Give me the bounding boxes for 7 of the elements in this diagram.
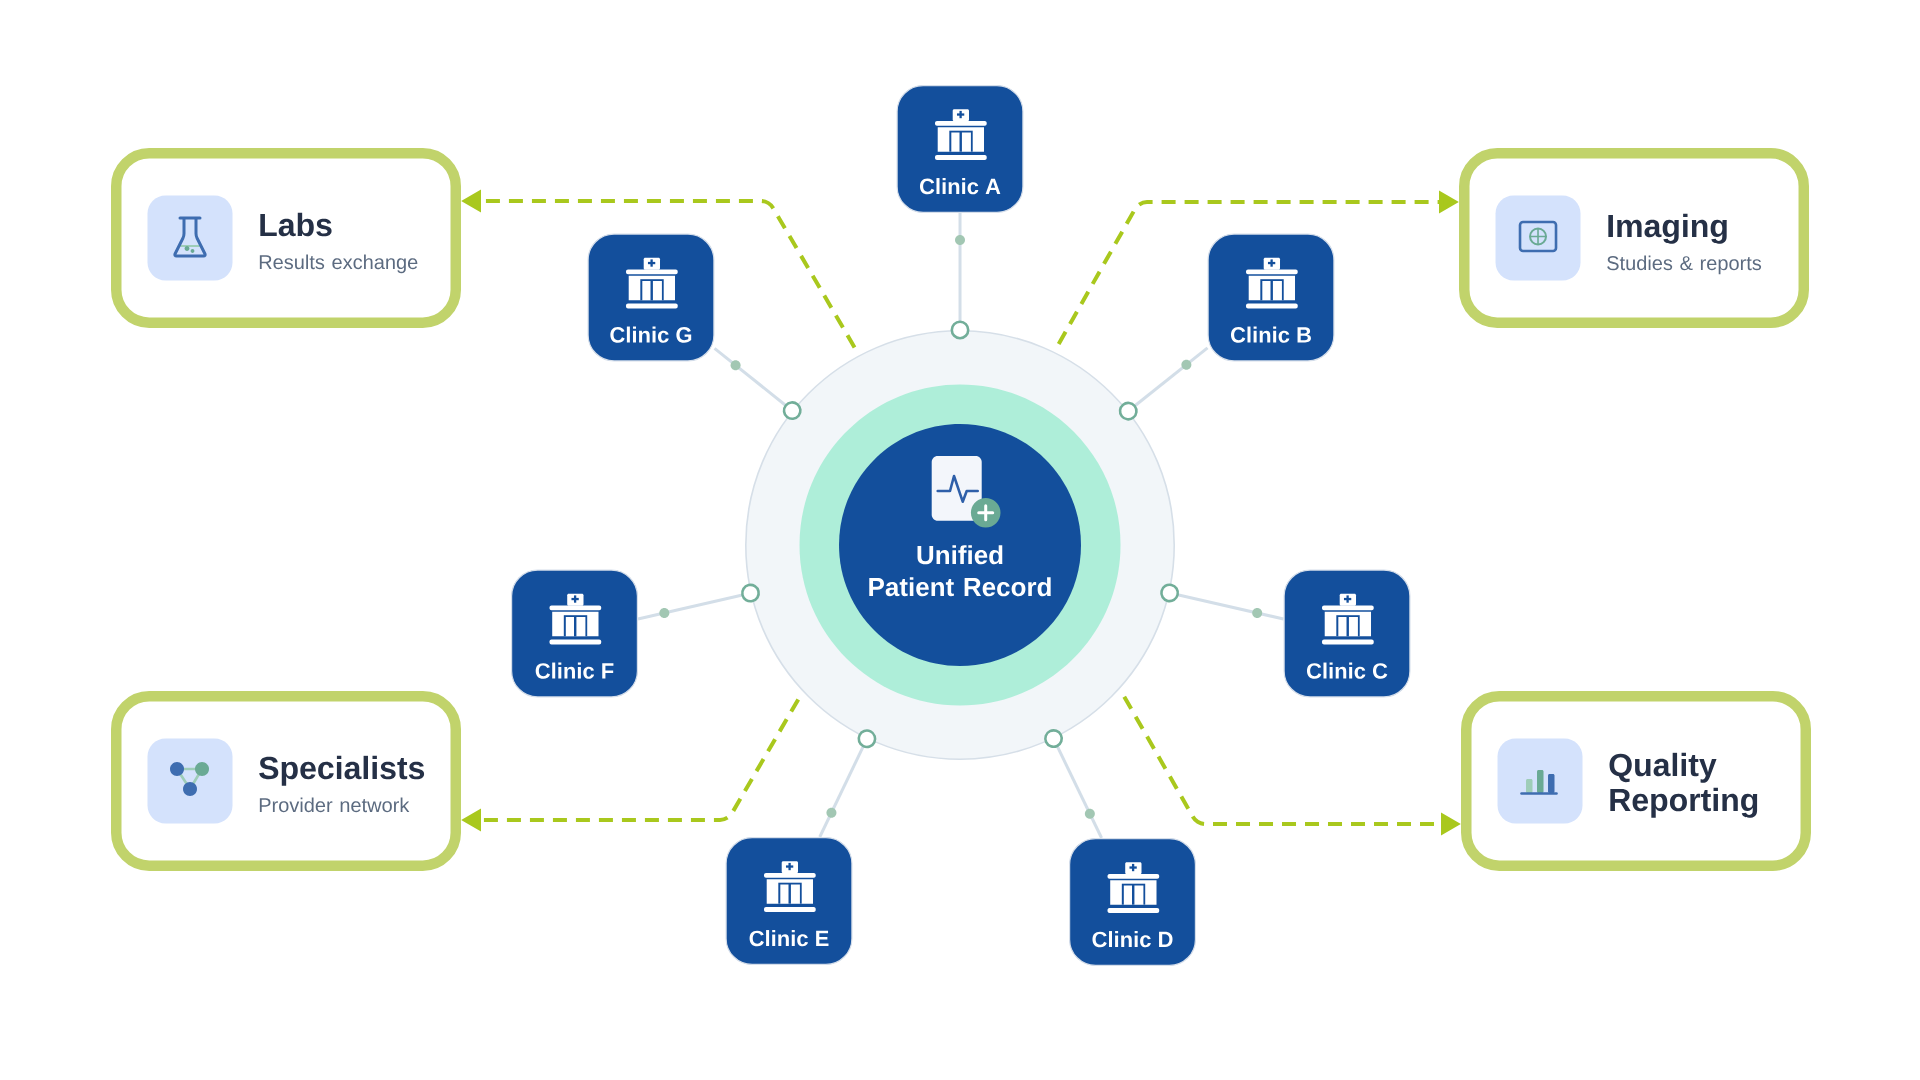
connector-line xyxy=(1160,583,1284,621)
connector-line xyxy=(637,583,760,621)
connector-line xyxy=(1118,346,1209,421)
connector-line xyxy=(818,729,877,838)
connector-line xyxy=(713,347,802,421)
connector-line xyxy=(1044,729,1103,839)
connector-line xyxy=(950,213,970,340)
